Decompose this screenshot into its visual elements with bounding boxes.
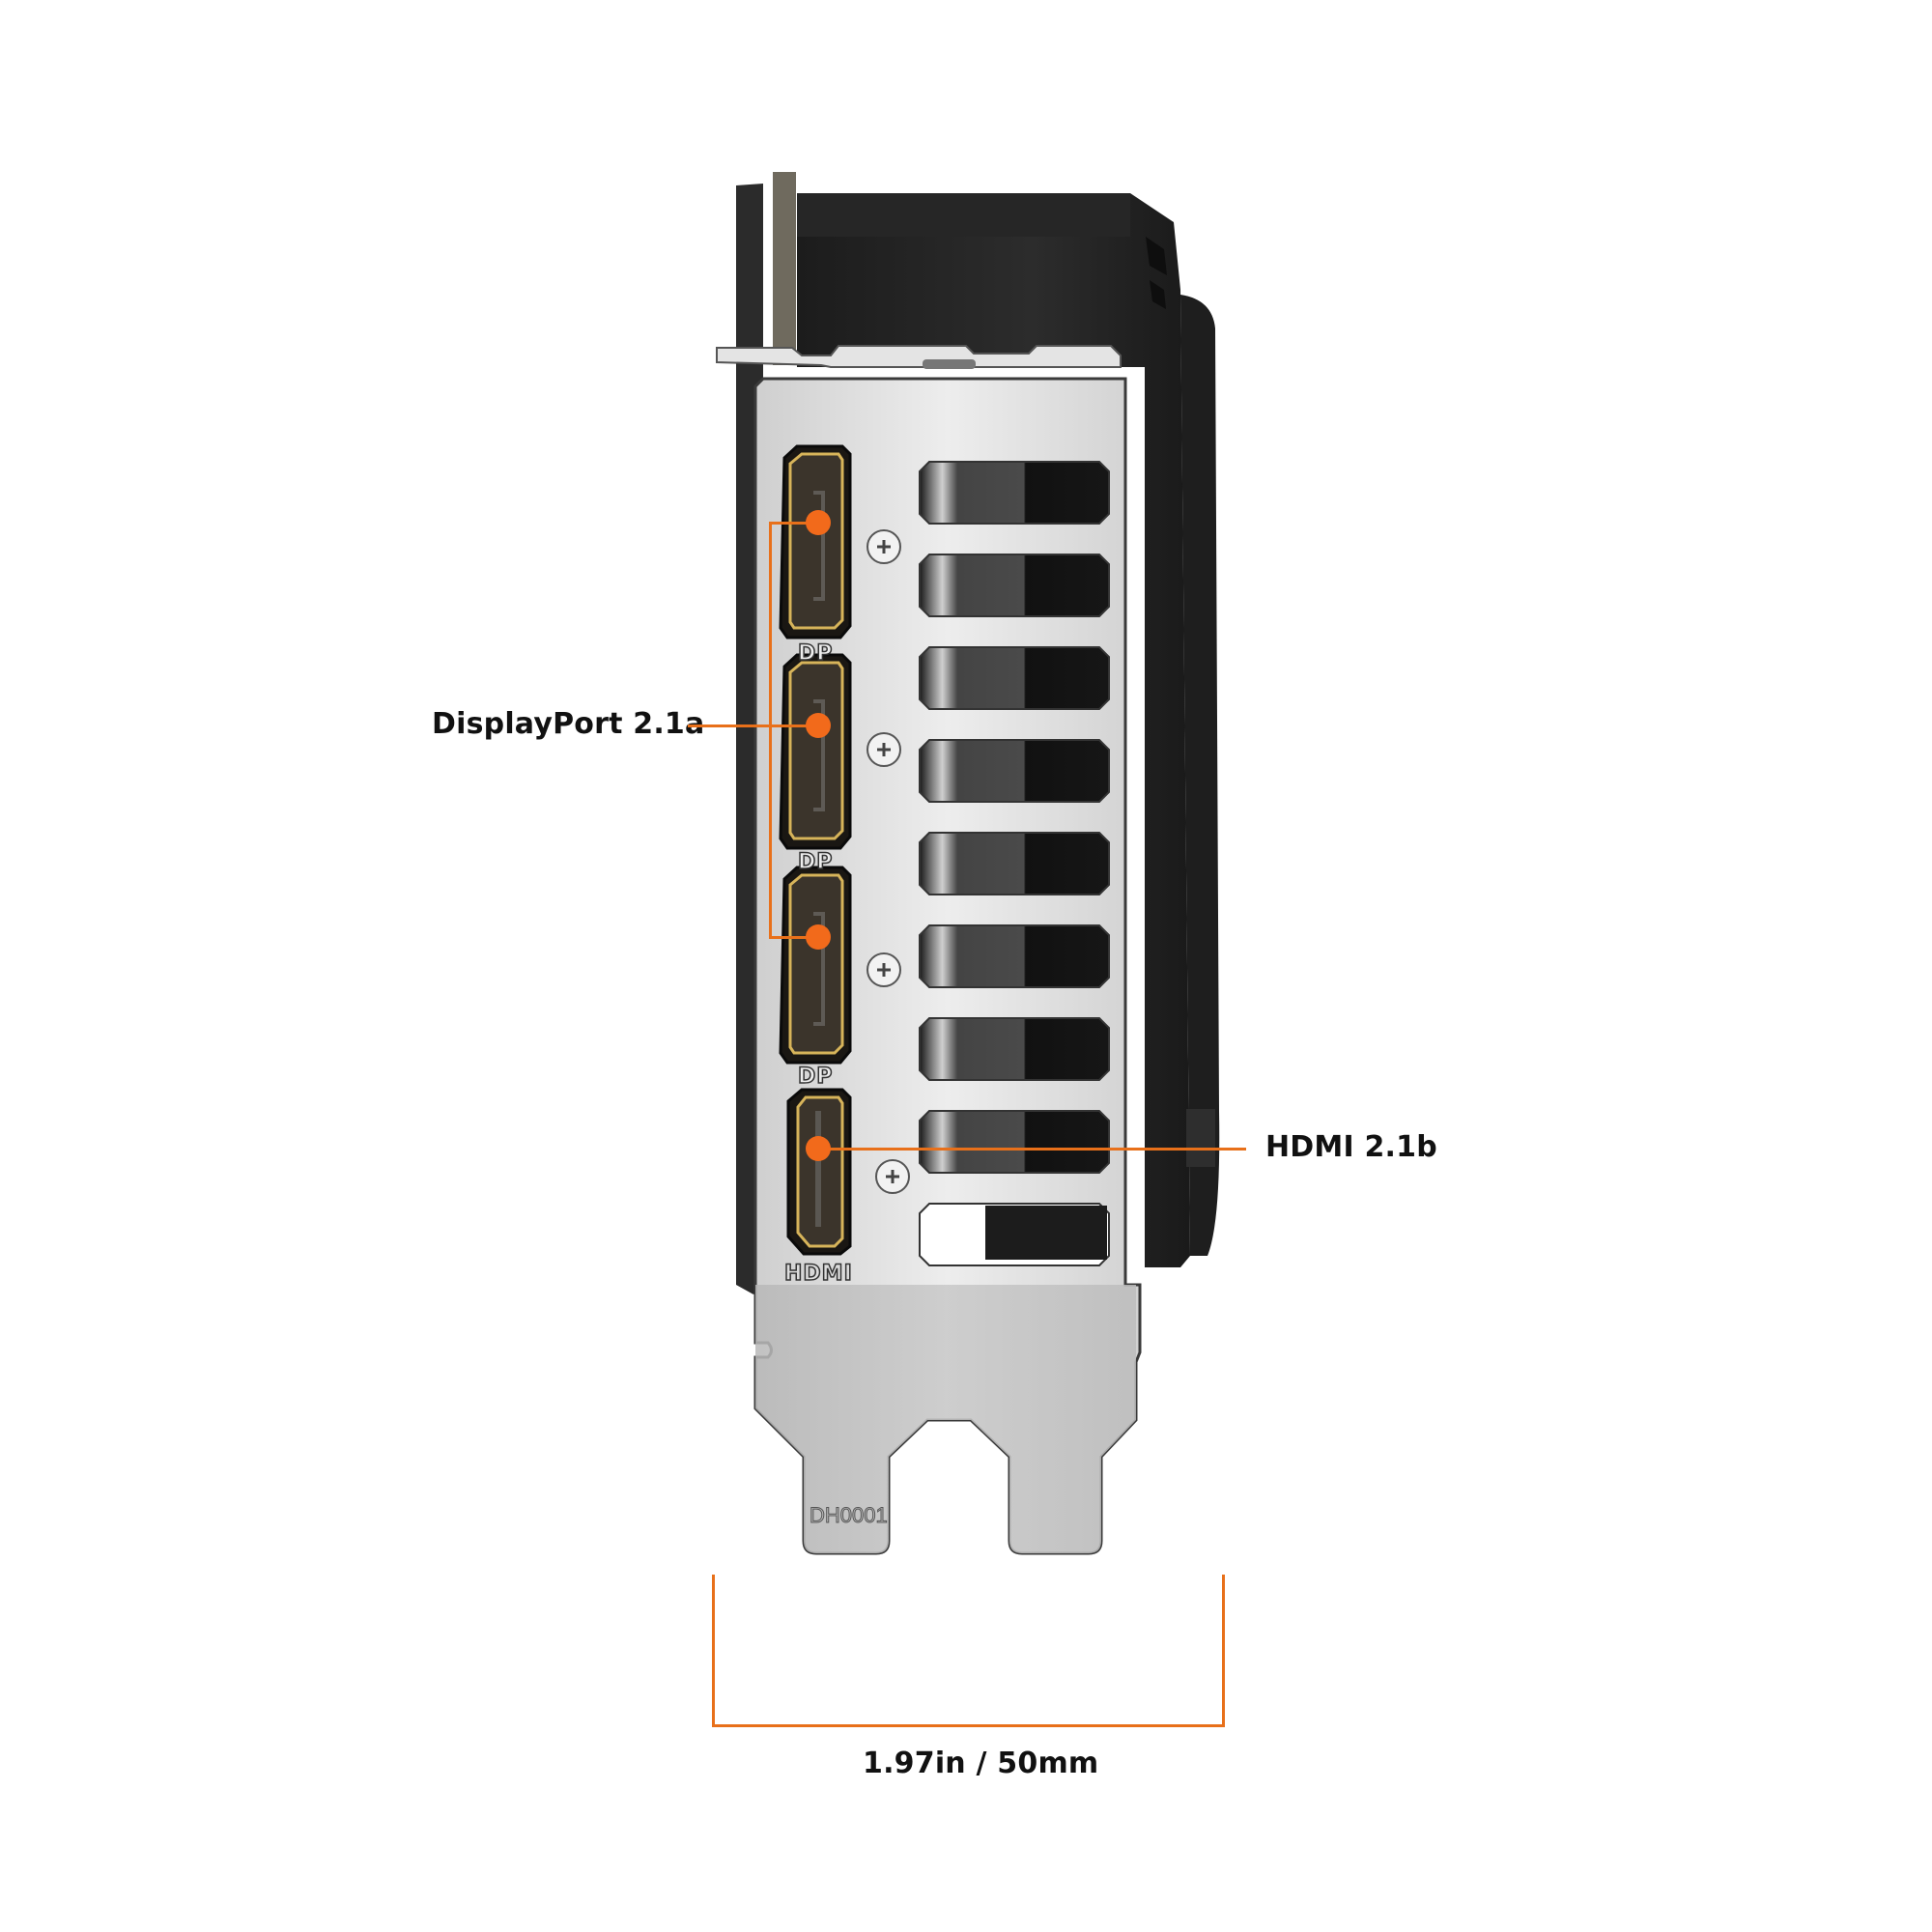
displayport-bracket-bottom bbox=[769, 936, 817, 939]
dp-marking-3: DP bbox=[797, 1064, 834, 1090]
dimension-right-tick bbox=[1222, 1575, 1225, 1727]
dp-port-2 bbox=[779, 653, 852, 850]
dimension-baseline bbox=[712, 1724, 1225, 1727]
pcb-edge bbox=[773, 172, 796, 365]
fan-edge bbox=[1180, 295, 1220, 1256]
hdmi-label: HDMI 2.1b bbox=[1265, 1130, 1437, 1164]
displayport-bracket-top bbox=[769, 522, 817, 525]
cooler-shroud bbox=[797, 193, 1190, 1267]
displayport-marker-2 bbox=[806, 713, 831, 738]
displayport-label: DisplayPort 2.1a bbox=[432, 707, 705, 741]
hdmi-marker bbox=[806, 1136, 831, 1161]
displayport-bracket-vertical bbox=[769, 522, 772, 939]
displayport-marker-1 bbox=[806, 510, 831, 535]
displayport-leader-line bbox=[688, 724, 816, 727]
hdmi-leader-line bbox=[819, 1148, 1246, 1151]
vent-slots bbox=[919, 461, 1110, 1266]
dimension-left-tick bbox=[712, 1575, 715, 1727]
dp-port-3 bbox=[779, 866, 852, 1065]
hdmi-marking: HDMI bbox=[783, 1261, 853, 1287]
bracket-stamp: DH0001 bbox=[810, 1503, 889, 1528]
dimension-label: 1.97in / 50mm bbox=[863, 1747, 1099, 1780]
dp-port-1 bbox=[779, 444, 852, 639]
bracket-flange bbox=[716, 345, 1122, 368]
displayport-connectors bbox=[779, 444, 852, 1065]
dp-marking-1: DP bbox=[797, 640, 834, 667]
dp-marking-2: DP bbox=[797, 849, 834, 875]
displayport-marker-3 bbox=[806, 924, 831, 950]
hdmi-connector bbox=[786, 1088, 852, 1256]
